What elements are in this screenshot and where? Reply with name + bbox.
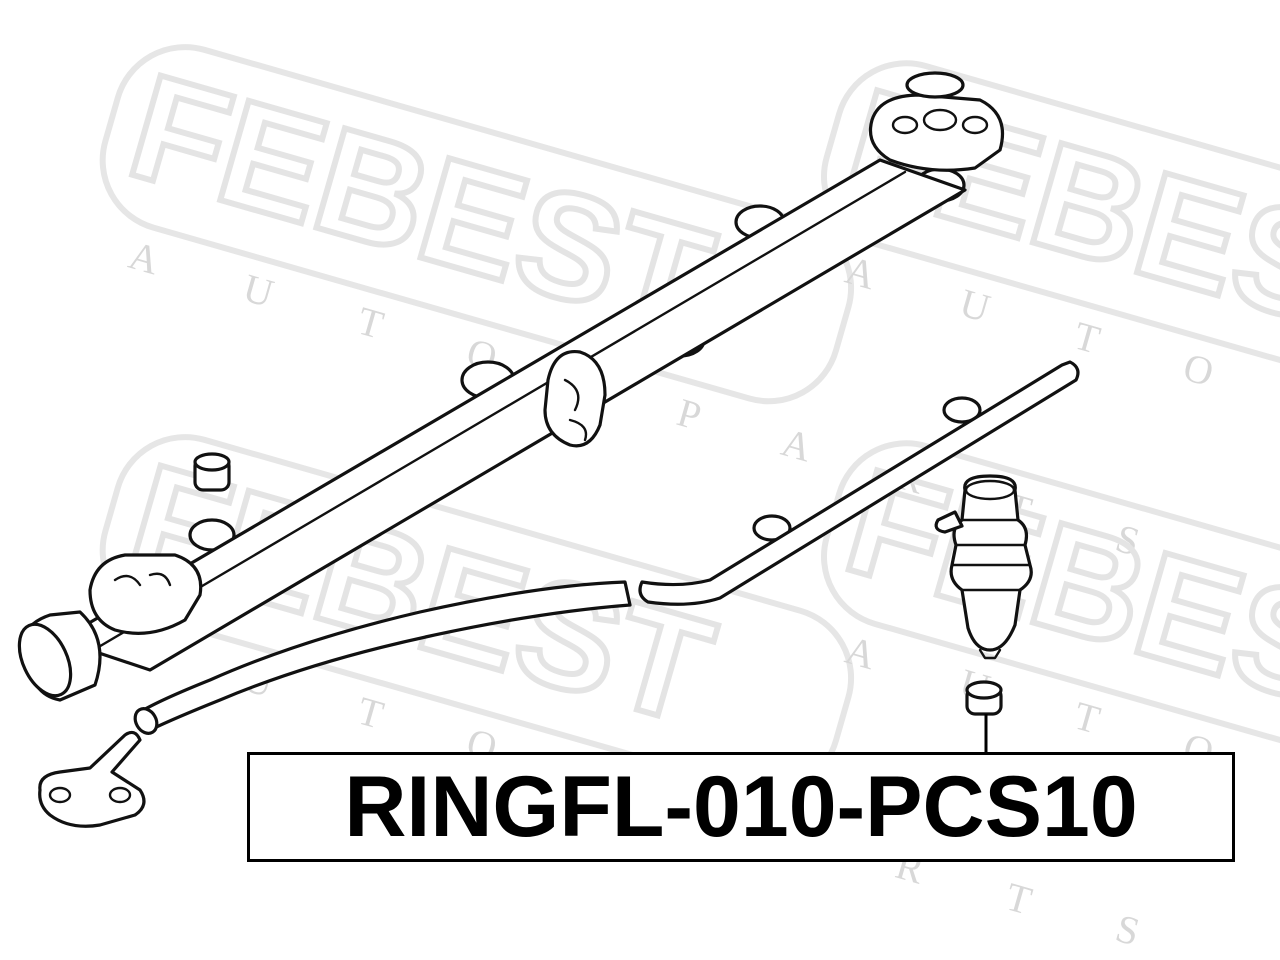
injector-nozzle xyxy=(978,648,1002,660)
injector-band-lines xyxy=(950,518,1032,592)
pipe-clip xyxy=(752,514,792,542)
pipe-clip xyxy=(942,396,982,424)
regulator-bolt-hole xyxy=(961,115,989,135)
center-flange-detail xyxy=(563,378,588,442)
fitting-body xyxy=(38,730,146,828)
rail-body xyxy=(58,158,967,672)
regulator-bolt-hole xyxy=(891,115,919,135)
fuel-injector xyxy=(934,474,1033,660)
fitting-bolt-hole xyxy=(48,786,72,804)
regulator-port xyxy=(922,108,958,132)
bushing-top xyxy=(193,452,231,472)
fuel-rail xyxy=(17,71,1005,702)
center-flange xyxy=(543,349,607,448)
regulator-cap xyxy=(905,71,965,99)
filter-ring xyxy=(965,680,1003,752)
left-flange-detail xyxy=(113,572,172,587)
pipe-body xyxy=(638,360,1080,606)
fuel-hose xyxy=(133,580,632,735)
injector-connector xyxy=(934,510,964,534)
fitting-bolt-hole xyxy=(108,786,132,804)
filter-ring-top xyxy=(965,680,1003,700)
hose-fitting xyxy=(38,730,146,828)
part-number-text: RINGFL-010-PCS10 xyxy=(344,759,1138,855)
rail-edge-line xyxy=(83,170,907,657)
loose-bushing xyxy=(193,452,231,492)
injector-top-seal xyxy=(964,479,1016,501)
hose-end xyxy=(133,707,159,735)
pressure-regulator xyxy=(868,93,1005,172)
return-pipe xyxy=(638,360,1080,606)
part-number-label: RINGFL-010-PCS10 xyxy=(247,752,1235,862)
left-flange xyxy=(88,553,203,635)
rail-end-cap-face xyxy=(17,622,73,698)
